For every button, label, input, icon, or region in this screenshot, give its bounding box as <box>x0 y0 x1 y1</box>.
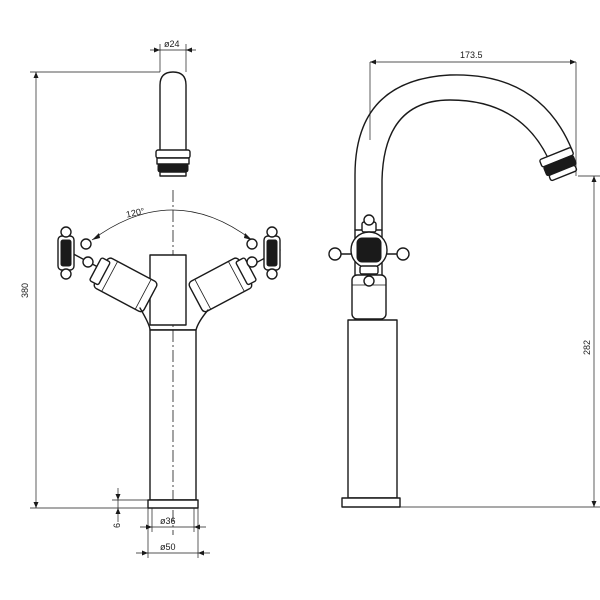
side-spout-inner <box>381 99 549 231</box>
front-aerator-mesh <box>157 163 189 173</box>
front-view <box>57 71 281 535</box>
dim-base-outer-diameter: ø50 <box>160 542 176 552</box>
front-left-cross-handle <box>57 226 97 280</box>
front-angle-arc <box>91 209 253 241</box>
front-right-valve <box>188 257 257 313</box>
front-aerator-ring <box>155 149 191 159</box>
front-base-flange <box>147 499 199 509</box>
dim-total-height: 380 <box>20 283 30 298</box>
side-riser-column <box>347 319 398 499</box>
front-left-valve <box>89 257 158 313</box>
front-aerator-tip <box>159 171 187 177</box>
front-spout-pipe <box>159 71 187 151</box>
front-dimensions: ø24 120° 380 6 ø36 ø50 <box>20 39 210 558</box>
dim-spout-diameter: ø24 <box>164 39 180 49</box>
front-right-cross-handle <box>246 226 281 280</box>
side-valve-body <box>351 274 387 320</box>
side-base-flange <box>341 497 401 508</box>
side-dimensions: 173.5 282 <box>369 50 600 508</box>
dim-base-inner-diameter: ø36 <box>160 516 176 526</box>
side-spout-outlet <box>539 147 578 182</box>
side-spout-outer <box>354 74 573 231</box>
side-cross-handle <box>328 214 410 287</box>
dim-handle-angle: 120° <box>125 206 146 220</box>
side-view <box>328 74 578 508</box>
dim-spout-reach: 173.5 <box>460 50 483 60</box>
dim-base-thickness: 6 <box>112 523 122 528</box>
front-body-column <box>149 254 187 326</box>
front-aerator-ring <box>156 157 190 165</box>
dim-spout-outlet-height: 282 <box>582 340 592 355</box>
